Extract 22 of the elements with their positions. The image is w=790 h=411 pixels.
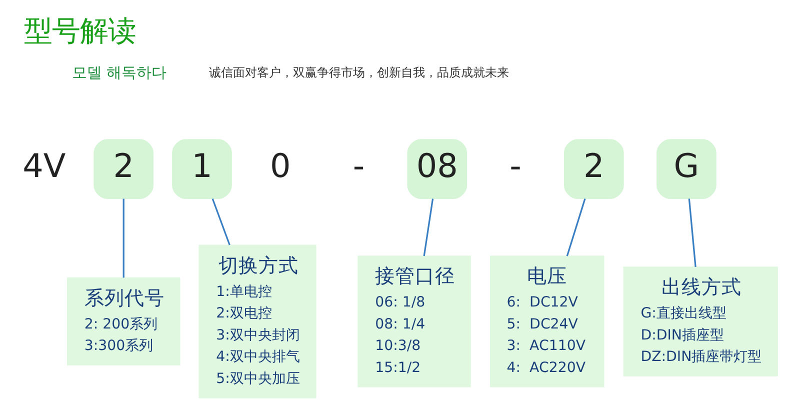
node-box: 1 [172,139,232,199]
connector [688,198,696,267]
label: 诚信面对客户，双赢争得市场，创新自我，品质成就未来 [208,65,508,80]
label: 0 [269,147,290,186]
node-box: 系列代号 2: 200系列 3:300系列 [66,277,180,366]
connector [422,198,434,256]
label: - [509,147,521,186]
connector [211,198,230,246]
node-box: G [656,139,716,199]
connector [122,198,124,278]
label: - [352,147,364,186]
node-box: 切换方式 1:单电控 2:双电控 3:双中央封闭 4:双中央排气 5:双中央加压 [198,244,316,398]
node-box: 出线方式 G:直接出线型 D:DIN插座型 DZ:DIN插座带灯型 [622,266,778,376]
label: 4V [22,147,66,186]
node-box: 2 [93,139,154,199]
node-box: 电压 6: DC12V 5: DC24V 3: AC110V 4: AC220V [489,256,604,388]
diagram-title: 型号解读 [24,14,136,48]
label: 모델 해독하다 [71,63,166,82]
node-box: 2 [563,139,624,199]
node-box: 接管口径 06: 1/8 08: 1/4 10:3/8 15:1/2 [357,256,470,388]
connector [566,198,586,256]
node-box: 08 [406,139,467,199]
